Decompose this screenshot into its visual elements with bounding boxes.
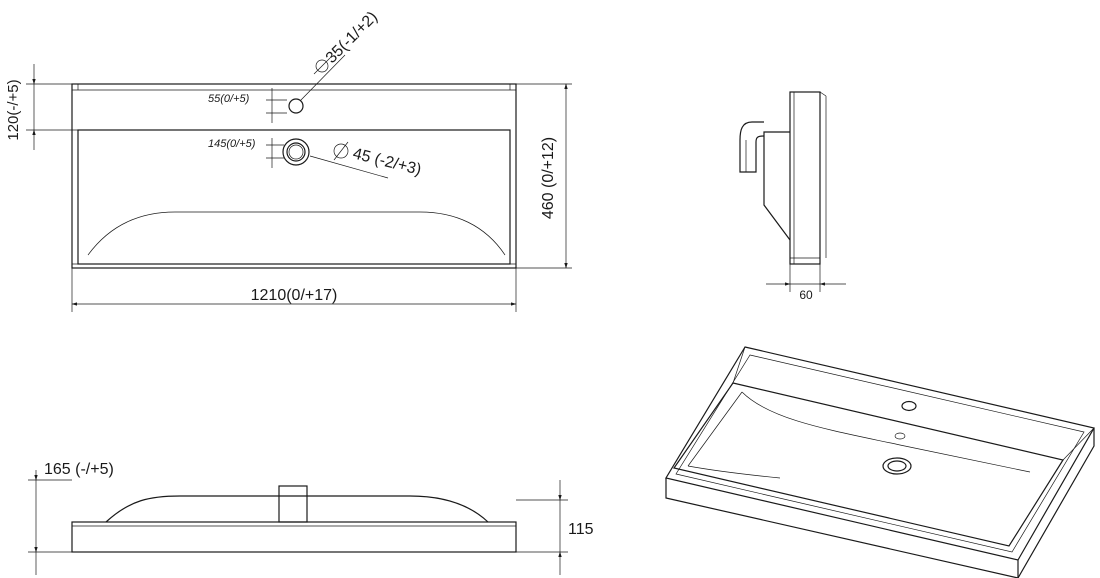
top-view xyxy=(26,54,572,312)
side-view xyxy=(739,91,846,292)
back-ledge-dimension: 120(-/+5) xyxy=(5,79,22,140)
drain-diameter: 45 (-2/+3) xyxy=(351,145,423,178)
tap-hole-iso xyxy=(901,400,917,412)
drain-iso xyxy=(882,457,912,475)
width-dimension: 1210(0/+17) xyxy=(251,287,338,304)
depth-dimension: 460 (0/+12) xyxy=(540,137,557,219)
front-view xyxy=(28,470,568,575)
isometric-view xyxy=(665,346,1095,578)
tap-hole xyxy=(288,98,304,114)
diameter-symbol-icon xyxy=(313,57,331,75)
basin-height-dimension: 115 xyxy=(568,521,594,538)
total-height-dimension: 165 (-/+5) xyxy=(44,461,114,478)
side-thickness-dimension: 60 xyxy=(799,288,813,302)
tap-hole-offset: 55(0/+5) xyxy=(208,93,250,105)
drain-offset: 145(0/+5) xyxy=(208,138,256,150)
tap-hole-diameter: 35(-1/+2) xyxy=(323,9,381,67)
diameter-symbol-icon xyxy=(333,141,349,161)
drain-top xyxy=(282,138,310,166)
